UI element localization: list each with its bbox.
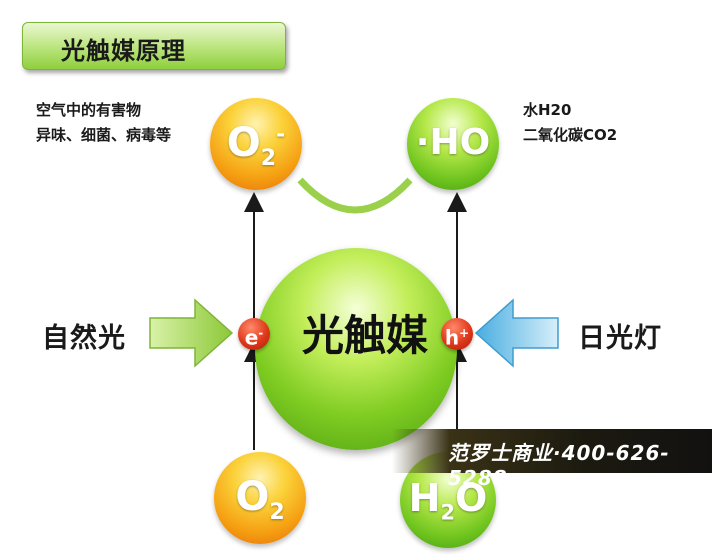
products-line-2: 二氧化碳CO2 — [523, 126, 618, 144]
watermark-banner — [392, 429, 712, 473]
fluorescent-lamp-label: 日光灯 — [578, 323, 662, 354]
hydroxyl-label: ·HO — [415, 122, 491, 163]
products-note: 水H20 二氧化碳CO2 — [523, 98, 617, 148]
harmful-substances-note: 空气中的有害物 异味、细菌、病毒等 — [36, 98, 171, 148]
natural-light-label: 自然光 — [42, 323, 126, 354]
watermark-text: 范罗士商业·400-626-5288 — [448, 441, 670, 490]
oxygen-ball: O2 — [214, 452, 306, 544]
hole-badge: h+ — [441, 318, 473, 350]
photocatalyst-core — [255, 248, 457, 450]
electron-badge: e- — [238, 318, 270, 350]
oxygen-label: O2 — [235, 474, 285, 525]
core-label: 光触媒 — [301, 311, 428, 360]
harmful-line-2: 异味、细菌、病毒等 — [36, 126, 172, 144]
title-banner: 光触媒原理 — [22, 22, 286, 70]
superoxide-label: O2- — [226, 120, 286, 171]
water-label: H2O — [408, 476, 488, 525]
harmful-line-1: 空气中的有害物 — [36, 101, 142, 119]
hydroxyl-ball: ·HO — [407, 98, 499, 190]
top-bridge — [297, 177, 413, 214]
sunlight-arrow — [149, 298, 234, 368]
superoxide-ball: O2- — [210, 98, 302, 190]
page-title: 光触媒原理 — [61, 37, 186, 65]
lamp-arrow — [474, 298, 559, 368]
products-line-1: 水H20 — [523, 101, 572, 119]
